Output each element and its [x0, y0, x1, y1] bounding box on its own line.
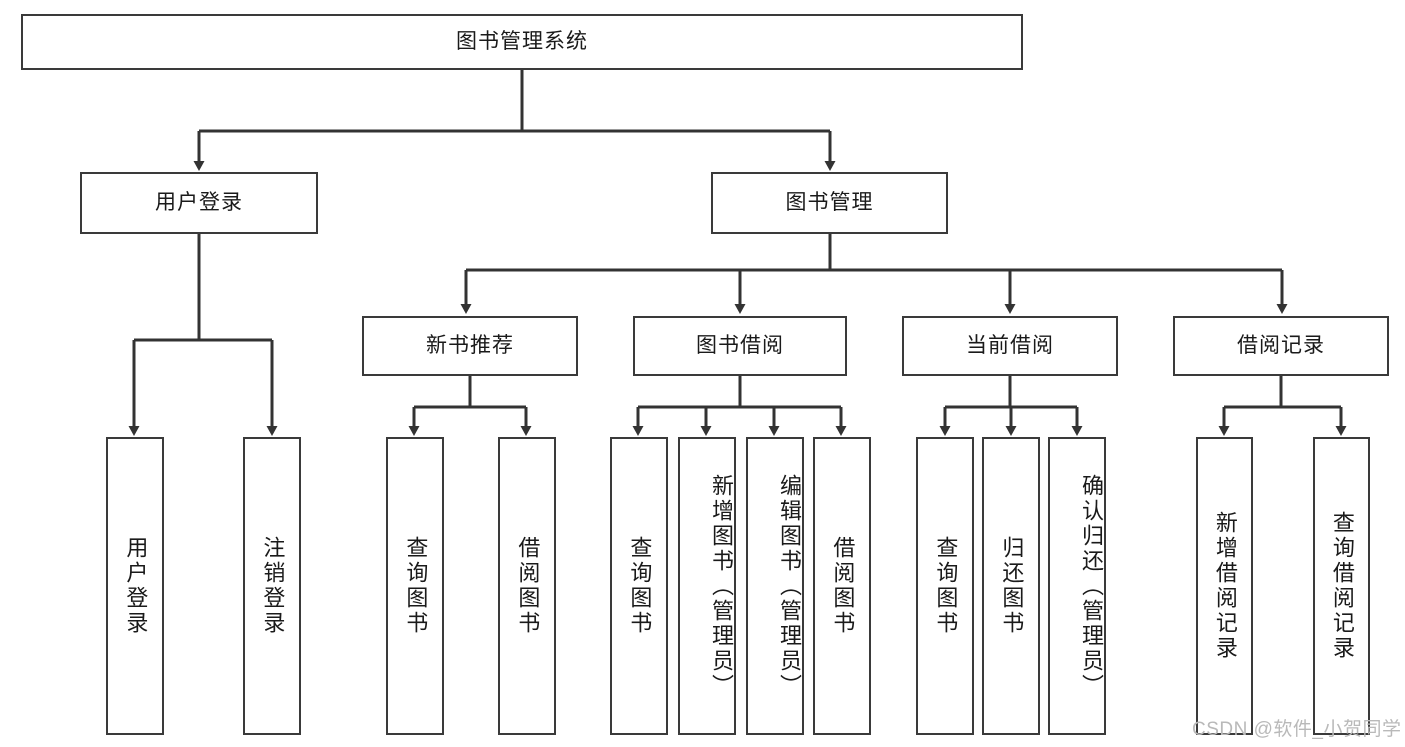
node-book-borrow[interactable]: 图书借阅 [633, 316, 847, 376]
node-borrow-record[interactable]: 借阅记录 [1173, 316, 1389, 376]
leaf-current-borrow-return-book[interactable]: 归还图书 [982, 437, 1040, 735]
node-book-management[interactable]: 图书管理 [711, 172, 948, 234]
node-current-borrow[interactable]: 当前借阅 [902, 316, 1118, 376]
node-user-login[interactable]: 用户登录 [80, 172, 318, 234]
leaf-book-borrow-query-book[interactable]: 查询图书 [610, 437, 668, 735]
leaf-book-borrow-borrow-book[interactable]: 借阅图书 [813, 437, 871, 735]
leaf-book-borrow-edit-book-admin[interactable]: 编辑图书（管理员） [746, 437, 804, 735]
leaf-user-login-login[interactable]: 用户登录 [106, 437, 164, 735]
leaf-book-borrow-add-book-admin[interactable]: 新增图书（管理员） [678, 437, 736, 735]
leaf-current-borrow-query-book[interactable]: 查询图书 [916, 437, 974, 735]
leaf-current-borrow-confirm-return-admin[interactable]: 确认归还（管理员） [1048, 437, 1106, 735]
leaf-new-book-query-book[interactable]: 查询图书 [386, 437, 444, 735]
node-new-book-recommend[interactable]: 新书推荐 [362, 316, 578, 376]
node-root-system[interactable]: 图书管理系统 [21, 14, 1023, 70]
leaf-borrow-record-add-record[interactable]: 新增借阅记录 [1196, 437, 1253, 735]
watermark-label: CSDN @软件_小贺同学 [1192, 719, 1402, 740]
leaf-user-login-logout[interactable]: 注销登录 [243, 437, 301, 735]
leaf-borrow-record-query-record[interactable]: 查询借阅记录 [1313, 437, 1370, 735]
leaf-new-book-borrow-book[interactable]: 借阅图书 [498, 437, 556, 735]
